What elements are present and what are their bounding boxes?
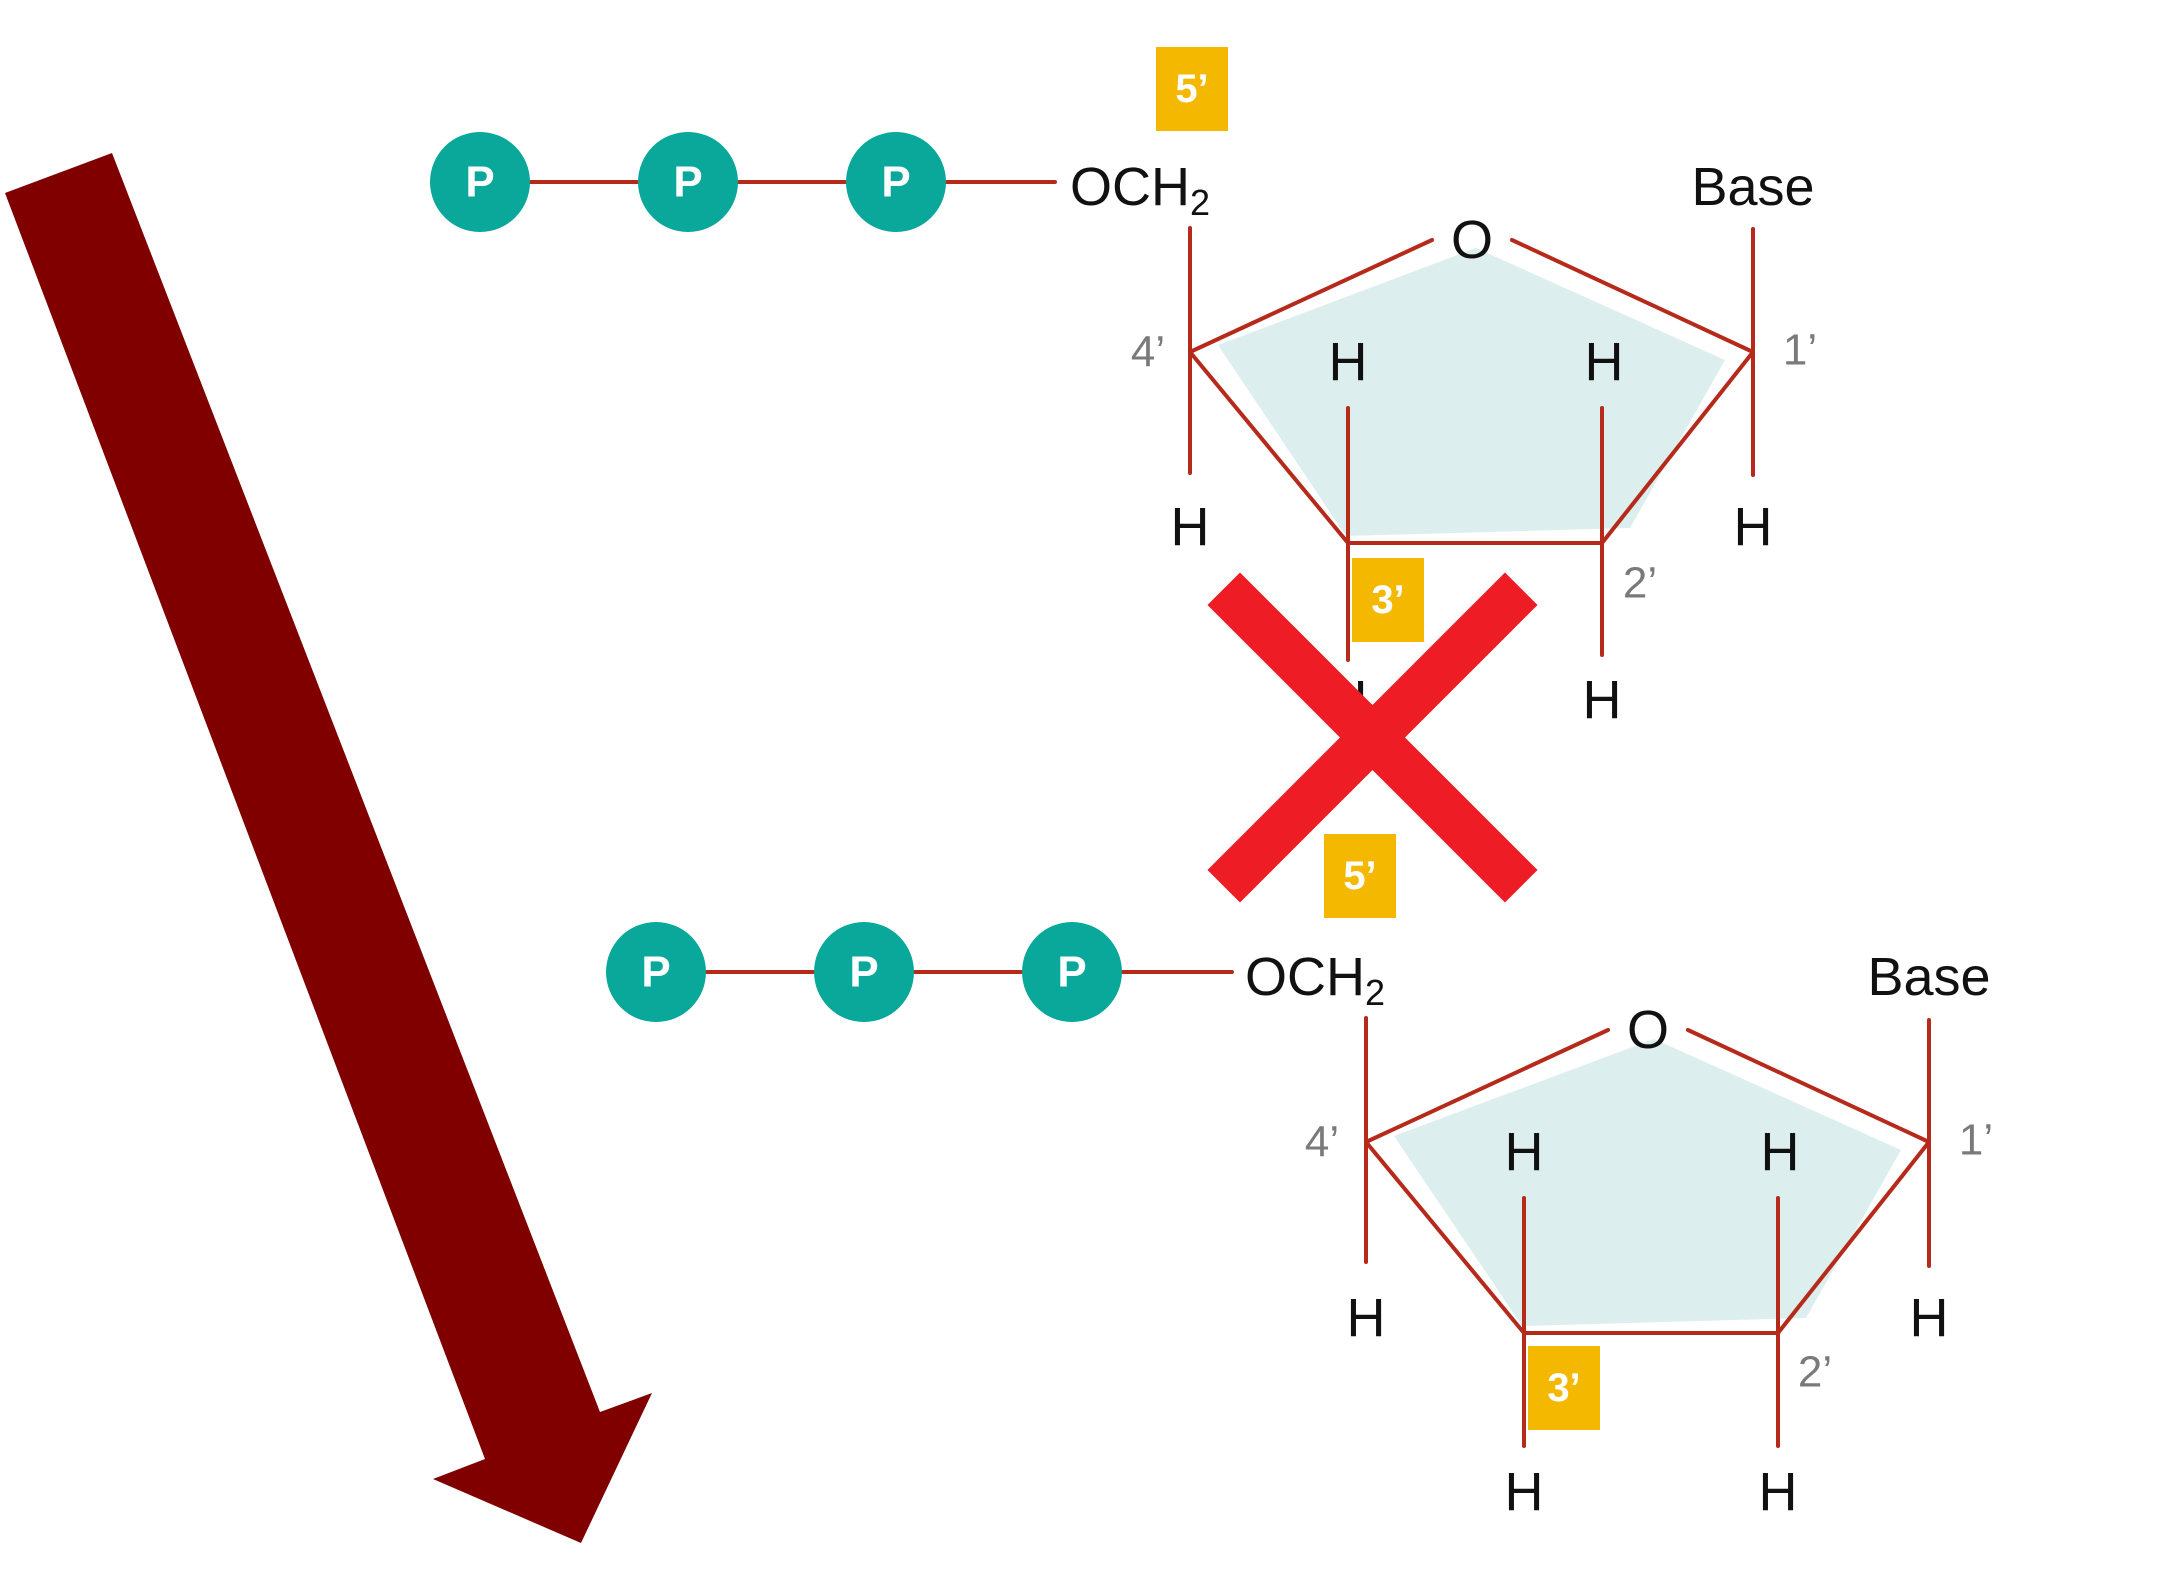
phosphate-circle [846,132,946,232]
tag-3-prime-label: 3’ [1371,578,1404,622]
hydrogen-atom: H [1171,497,1210,557]
tag-3-prime [1528,1346,1600,1430]
phosphate-chain: P P P [430,132,946,232]
nucleotide-1: P P P OCH2 5’ O Base 4’ 1’ 2’ H H H H H … [430,47,1817,730]
phosphate-label: P [849,948,878,997]
tag-5-prime [1156,47,1228,131]
phosphate-label: P [881,158,910,207]
phosphate-circle [1022,922,1122,1022]
phosphate-circle [430,132,530,232]
hydrogen-atom: H [1329,332,1368,392]
position-4-label: 4’ [1131,328,1165,377]
tag-5-prime [1324,834,1396,918]
phosphate-label: P [641,948,670,997]
hydrogen-atom: H [1583,670,1622,730]
phosphate-label: P [673,158,702,207]
phosphate-chain: P P P [606,922,1122,1022]
phosphate-circle [606,922,706,1022]
tag-3-prime [1352,558,1424,642]
hydrogen-atom: H [1734,497,1773,557]
bonds [704,970,1931,1448]
position-2-label: 2’ [1623,559,1657,608]
ring-oxygen: O [1627,1000,1669,1060]
position-4-label: 4’ [1305,1118,1339,1167]
phosphate-circle [638,132,738,232]
hydrogen-atom: H [1761,1122,1800,1182]
x-mark-icon [1207,572,1538,903]
hydrogen-atom: H [1505,1462,1544,1522]
hydrogen-atom: H [1505,1122,1544,1182]
hydrogen-atom: H [1910,1288,1949,1348]
ring-fill [1394,1039,1901,1326]
hydrogen-atom: H [1347,1288,1386,1348]
position-1-label: 1’ [1959,1116,1993,1165]
position-2-label: 2’ [1798,1348,1832,1397]
och2-label: OCH2 [1245,947,1385,1013]
och2-label: OCH2 [1070,157,1210,223]
bonds [528,180,1755,662]
phosphate-label: P [465,158,494,207]
ring-fill [1218,248,1725,536]
ring-oxygen: O [1451,210,1493,270]
down-right-arrow-icon [5,153,652,1543]
hydrogen-atom: H [1585,332,1624,392]
tag-5-prime-label: 5’ [1343,854,1376,898]
position-1-label: 1’ [1783,326,1817,375]
phosphate-label: P [1057,948,1086,997]
base-label: Base [1867,947,1990,1007]
tag-5-prime-label: 5’ [1175,67,1208,111]
hydrogen-atom: H [1759,1462,1798,1522]
phosphate-circle [814,922,914,1022]
base-label: Base [1691,157,1814,217]
tag-3-prime-label: 3’ [1547,1366,1580,1410]
nucleotide-2: P P P OCH2 5’ O Base 4’ 1’ 2’ H H H H H … [606,834,1993,1522]
